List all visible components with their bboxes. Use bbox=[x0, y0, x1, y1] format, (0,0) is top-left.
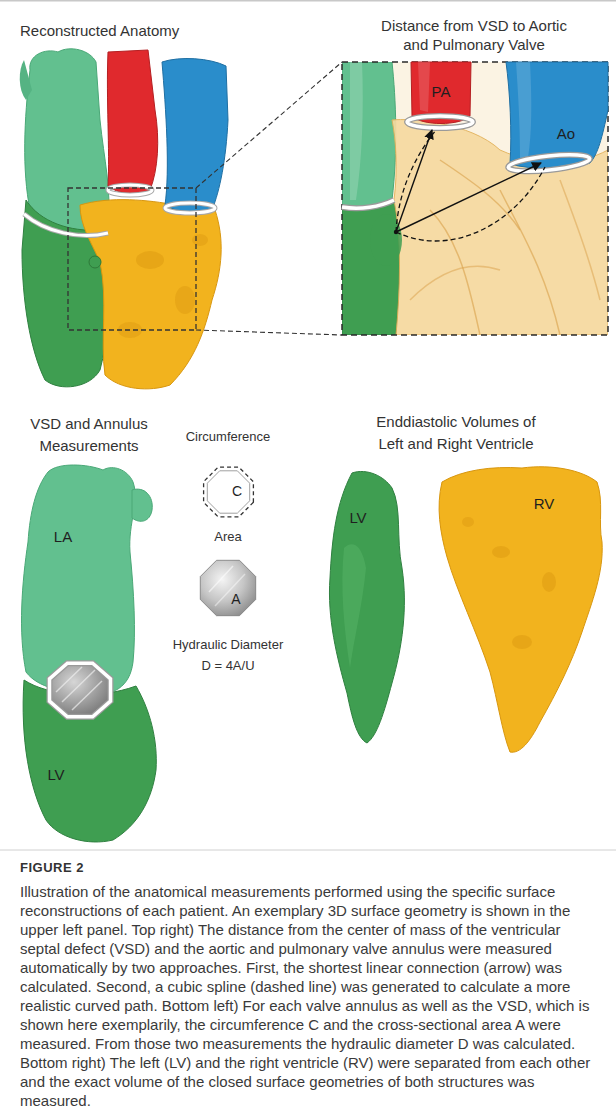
figure-caption: Illustration of the anatomical measureme… bbox=[20, 882, 600, 1110]
valve-ring bbox=[108, 185, 152, 195]
zoom-leader bbox=[196, 62, 342, 188]
dashed-perimeter bbox=[203, 467, 253, 517]
valve-ring bbox=[165, 203, 215, 213]
figure-number: FIGURE 2 bbox=[20, 859, 220, 878]
right-ventricle-shape bbox=[80, 200, 221, 389]
pulmonary-valve-ring bbox=[407, 116, 473, 128]
zoom-leader bbox=[196, 330, 342, 335]
valve-ring bbox=[342, 200, 394, 208]
structure-label: LV bbox=[349, 509, 366, 528]
valve-ring bbox=[342, 200, 394, 208]
surface-hatch bbox=[209, 566, 233, 592]
inset-illustration bbox=[342, 62, 608, 335]
pulmonary-valve-ring bbox=[407, 116, 473, 128]
highlight bbox=[350, 62, 363, 200]
valve-ring bbox=[24, 214, 108, 236]
symbol-label: A bbox=[231, 591, 240, 609]
surface-bump bbox=[512, 635, 532, 649]
vsd-ring bbox=[50, 663, 111, 717]
surface-bump bbox=[492, 546, 510, 558]
valve-ring bbox=[108, 185, 152, 195]
zoom-region bbox=[68, 188, 196, 330]
dashed-frame bbox=[342, 62, 608, 335]
panel-heading: Reconstructed Anatomy bbox=[20, 20, 250, 42]
trabecula bbox=[430, 210, 480, 335]
inner-perimeter bbox=[207, 471, 249, 513]
area-icon: AreaA bbox=[183, 528, 273, 622]
highlight bbox=[418, 62, 430, 112]
structure-label: RV bbox=[534, 495, 555, 514]
highlight bbox=[516, 62, 531, 158]
icon-heading: Area bbox=[214, 529, 241, 545]
surface-bump bbox=[542, 572, 556, 592]
aortic-valve-ring bbox=[507, 152, 590, 174]
right-ventricle-volume: RV bbox=[432, 462, 606, 756]
chamber-outline bbox=[439, 467, 602, 752]
heart-reconstruction bbox=[20, 49, 342, 389]
surface-bump bbox=[175, 286, 195, 314]
caption-rule bbox=[0, 850, 616, 851]
panel-heading: VSD and Annulus Measurements bbox=[23, 413, 155, 457]
vsd-center bbox=[394, 230, 398, 234]
linear-distance-arrow bbox=[396, 163, 541, 232]
structure-label: LA bbox=[54, 528, 72, 547]
surface-hatch bbox=[72, 681, 102, 710]
aorta-shape bbox=[162, 59, 228, 213]
inset-ground bbox=[342, 62, 608, 335]
surface-bump bbox=[192, 234, 208, 246]
icon-heading: Circumference bbox=[186, 429, 271, 445]
trabecula bbox=[560, 180, 600, 300]
top-rule bbox=[0, 0, 616, 2]
panel-heading: Distance from VSD to Aortic and Pulmonar… bbox=[368, 17, 580, 55]
outline-group bbox=[200, 560, 255, 615]
pulmonary-artery-shape bbox=[107, 50, 157, 193]
outline-group bbox=[439, 467, 602, 752]
trabecula bbox=[410, 266, 500, 300]
appendage-outline bbox=[132, 489, 152, 521]
area-surface bbox=[200, 560, 255, 615]
chamber-outline bbox=[22, 465, 136, 695]
valve-ring bbox=[165, 203, 215, 213]
highlight bbox=[342, 544, 366, 668]
outline-group bbox=[22, 465, 153, 695]
formula-heading: Hydraulic Diameter bbox=[158, 636, 298, 655]
surface-hatch bbox=[62, 670, 95, 702]
outline-group bbox=[329, 471, 404, 743]
outline-group bbox=[203, 467, 253, 517]
surface-bump bbox=[136, 251, 164, 269]
structure-label: LV bbox=[47, 766, 64, 785]
node-outline bbox=[432, 462, 606, 756]
aortic-valve-ring bbox=[507, 152, 590, 174]
chamber-outline bbox=[329, 471, 404, 743]
vsd-opening bbox=[89, 256, 101, 268]
surface-bump bbox=[462, 517, 474, 527]
circumference-icon: CircumferenceC bbox=[181, 428, 276, 526]
vsd-disc bbox=[50, 663, 111, 717]
formula: D = 4A/U bbox=[158, 657, 298, 676]
symbol-label: C bbox=[232, 483, 242, 501]
structure-label: Ao bbox=[557, 125, 575, 144]
valve-ring bbox=[24, 214, 108, 236]
left-ventricle-volume: LV bbox=[322, 468, 410, 746]
inset-frame: Distance from VSD to Aortic and Pulmonar… bbox=[335, 14, 613, 339]
surface-hatch bbox=[56, 667, 82, 692]
structure-label: PA bbox=[432, 83, 451, 102]
spline-path bbox=[396, 130, 436, 232]
atrium-appendage bbox=[20, 60, 32, 100]
atrium-shape bbox=[342, 62, 396, 207]
spline-path bbox=[396, 167, 545, 241]
panel-heading: Enddiastolic Volumes of Left and Right V… bbox=[364, 411, 548, 455]
outline-group bbox=[342, 62, 608, 335]
